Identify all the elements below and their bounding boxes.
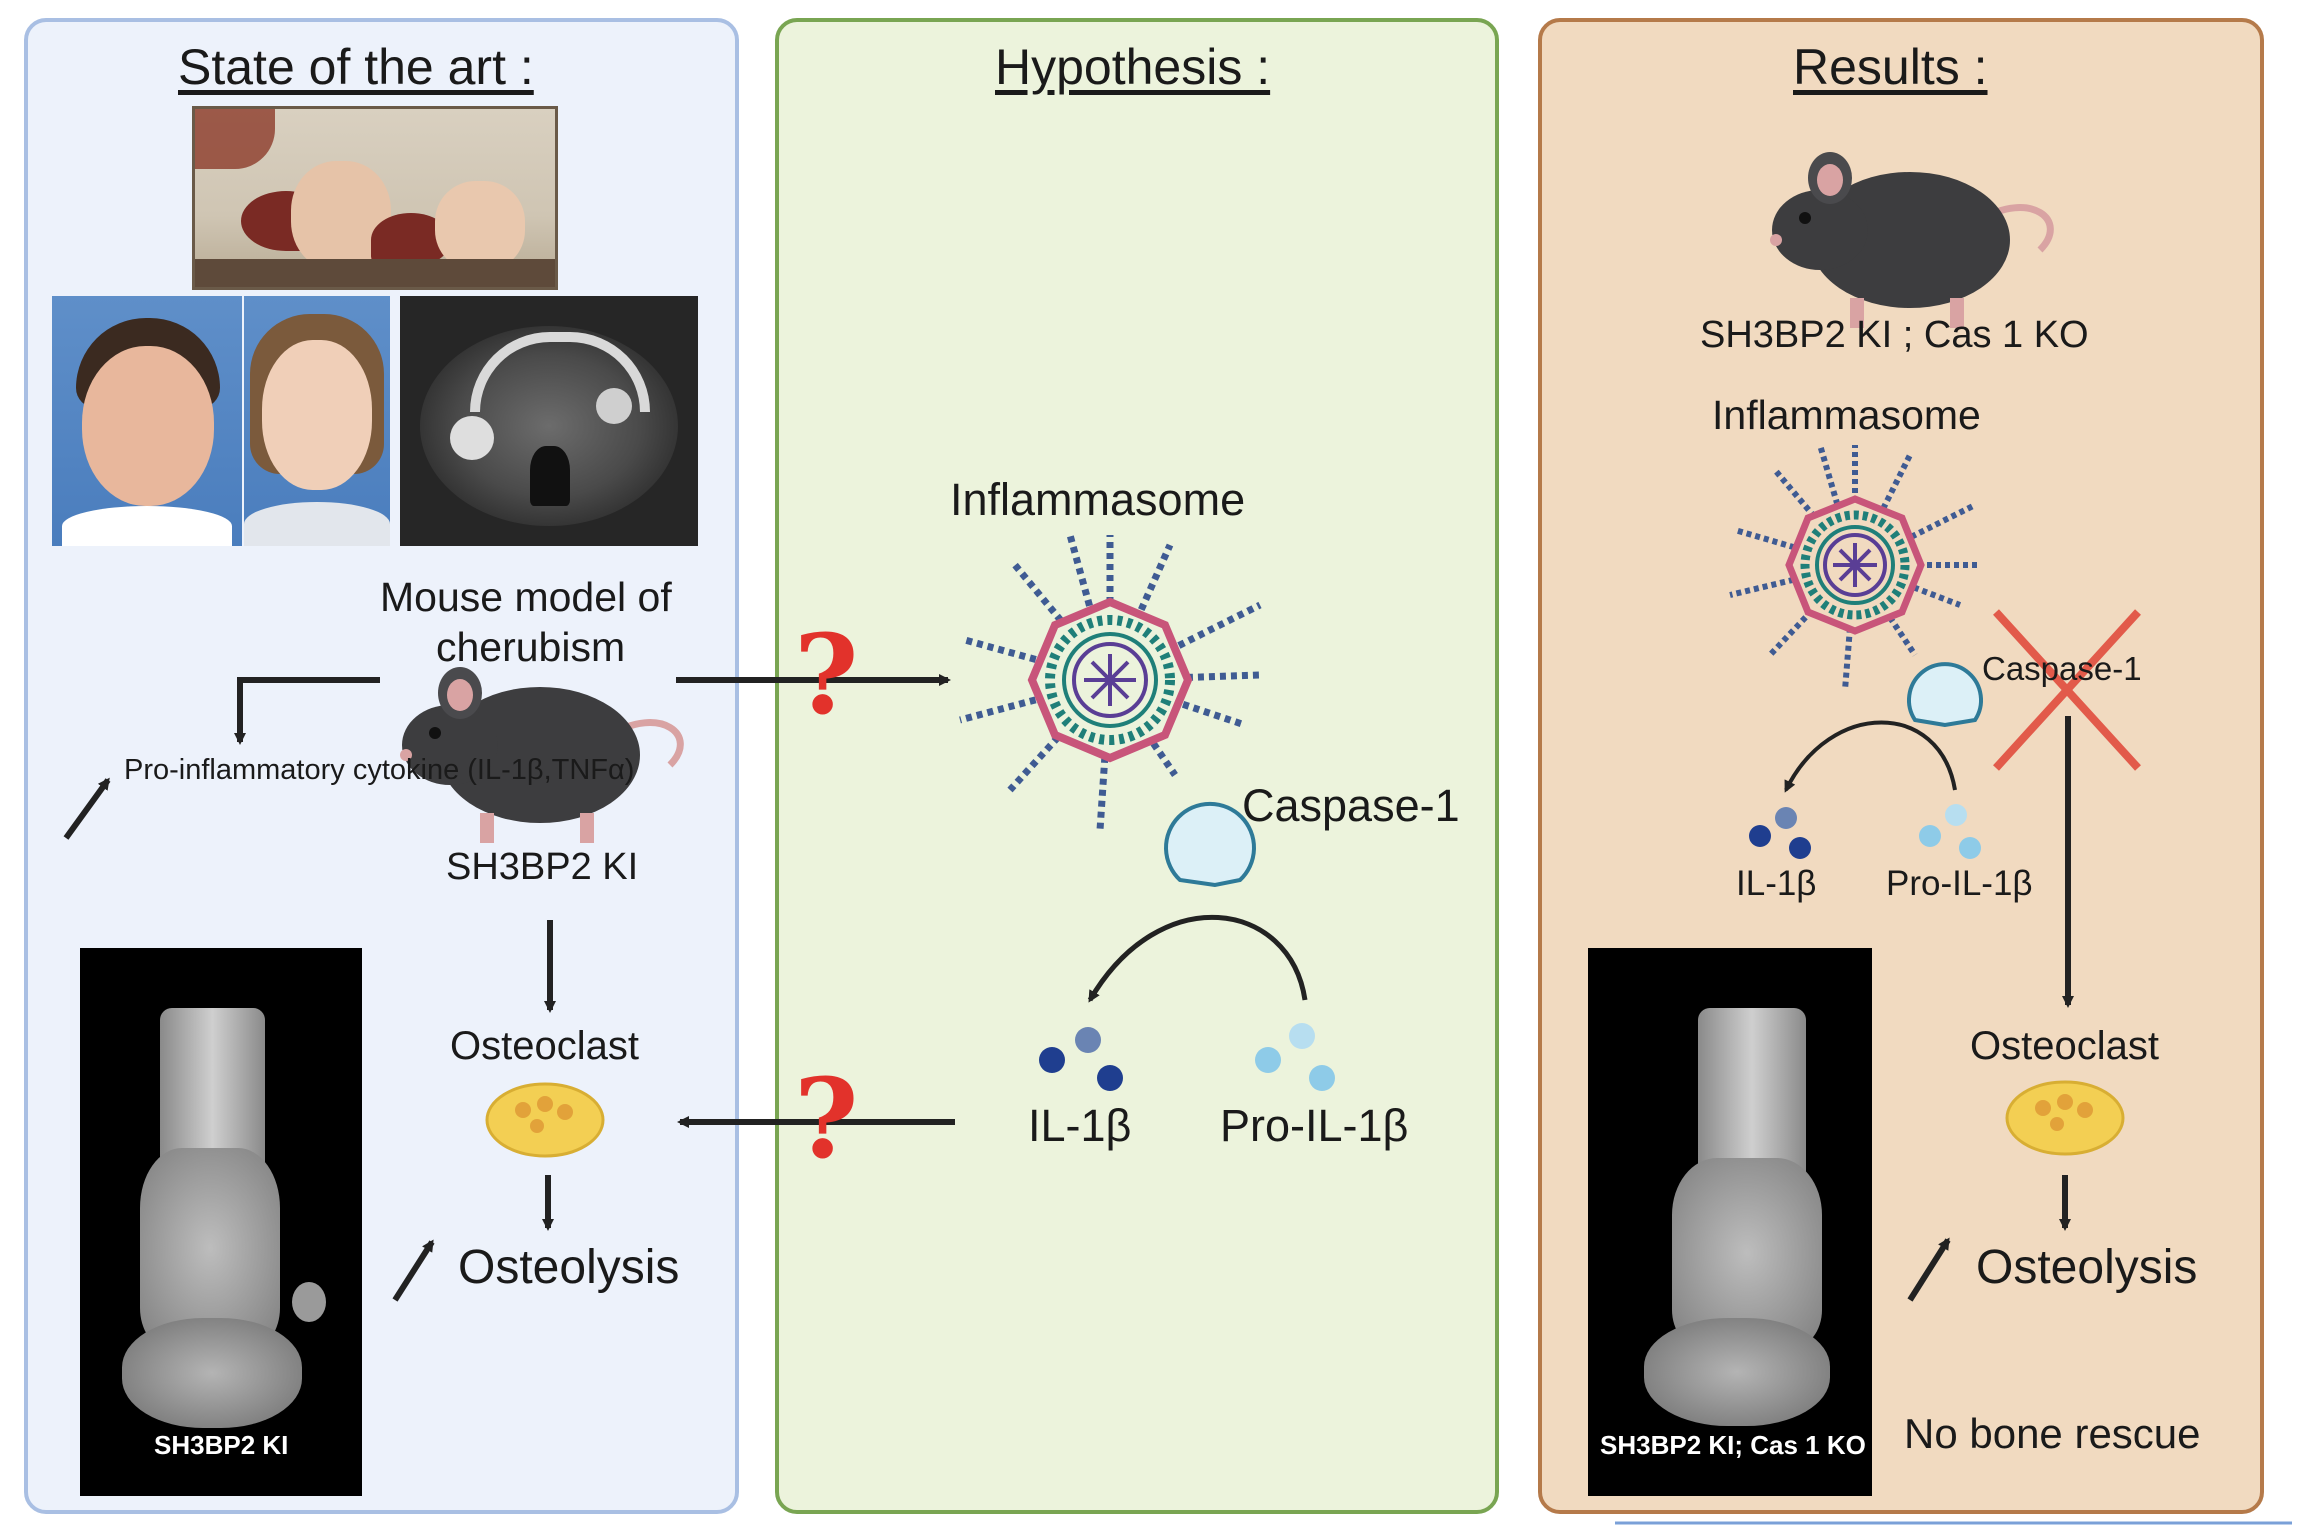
osteoclast-cell-1 <box>485 1082 605 1158</box>
mouse-model-label-line1: Mouse model of <box>380 574 672 620</box>
mouse-model-label-line2: cherubism <box>436 624 626 670</box>
caspase-label-3: Caspase-1 <box>1982 650 2142 687</box>
osteolysis-label-3: Osteolysis <box>1976 1241 2198 1294</box>
il1b-label-3: IL-1β <box>1736 864 1817 903</box>
pro-il1b-label-2: Pro-IL-1β <box>1220 1100 1409 1151</box>
caspase-shape-3 <box>1907 662 1983 728</box>
pro-il1b-label-3: Pro-IL-1β <box>1886 864 2033 903</box>
osteoclast-label-3: Osteoclast <box>1970 1024 2159 1068</box>
bone-microct-3: SH3BP2 KI; Cas 1 KO <box>1588 948 1872 1496</box>
no-bone-rescue-label: No bone rescue <box>1904 1410 2201 1457</box>
inflammasome-complex-2 <box>959 534 1262 831</box>
osteoclast-cell-3 <box>2005 1080 2125 1156</box>
patient-photo-girl <box>244 296 390 546</box>
pro-il1b-dots-3 <box>1919 804 1981 859</box>
knockout-cross <box>1993 609 2141 771</box>
inflammasome-label-3: Inflammasome <box>1712 392 1981 438</box>
osteoclast-label-1: Osteoclast <box>450 1024 639 1068</box>
pro-il1b-dots-2 <box>1255 1023 1335 1091</box>
osteolysis-label-1: Osteolysis <box>458 1241 680 1294</box>
hypothesis-title: Hypothesis : <box>995 39 1271 95</box>
caspase-shape-2 <box>1164 801 1256 888</box>
mouse-illustration-1 <box>400 667 684 843</box>
mouse-label-1: SH3BP2 KI <box>446 846 639 888</box>
bone-caption-3: SH3BP2 KI; Cas 1 KO <box>1600 1430 1866 1460</box>
bone-caption-1: SH3BP2 KI <box>154 1430 289 1460</box>
il1b-label-2: IL-1β <box>1028 1100 1132 1151</box>
ct-scan-image <box>400 296 698 546</box>
inflammasome-complex-3 <box>1729 444 1980 691</box>
mouse-illustration-3 <box>1770 152 2054 328</box>
il1b-dots-2 <box>1039 1027 1123 1091</box>
question-mark-bottom: ? <box>794 1054 859 1183</box>
patient-photo-boy <box>52 296 242 546</box>
cherub-painting <box>192 106 558 290</box>
results-title: Results : <box>1793 39 1988 95</box>
il1b-dots-3 <box>1749 807 1811 859</box>
question-mark-top: ? <box>794 610 859 739</box>
state-of-the-art-title: State of the art : <box>178 39 534 95</box>
mouse-label-3: SH3BP2 KI ; Cas 1 KO <box>1700 314 2089 356</box>
cytokine-label: Pro-inflammatory cytokine (IL-1β,TNFα) <box>124 752 634 788</box>
inflammasome-label-2: Inflammasome <box>950 474 1246 525</box>
hypothesis-panel <box>775 18 1499 1514</box>
bone-microct-1: SH3BP2 KI <box>80 948 362 1496</box>
caspase-label-2: Caspase-1 <box>1242 780 1460 831</box>
